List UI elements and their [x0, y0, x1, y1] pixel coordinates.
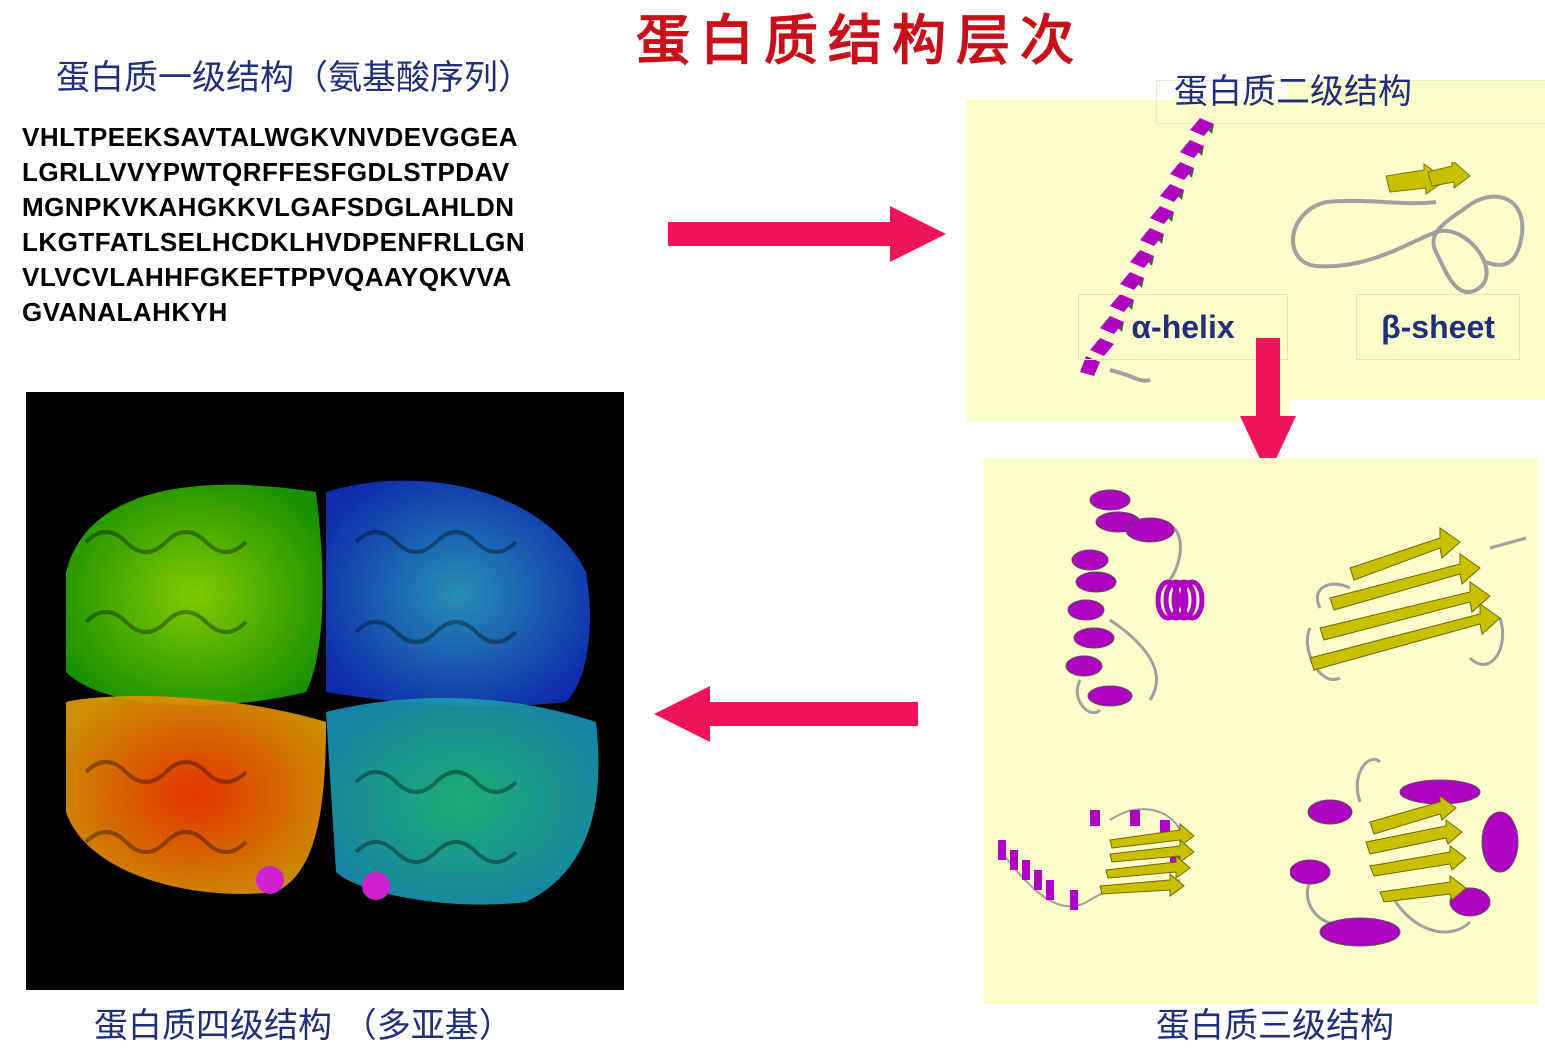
hemoglobin-ribbon-icon [66, 480, 599, 905]
quaternary-structure-caption: 蛋白质四级结构 （多亚基） [94, 1006, 513, 1046]
primary-structure-caption: 蛋白质一级结构（氨基酸序列） [56, 58, 532, 98]
sequence-line: LGRLLVVYPWTQRFFESFGDLSTPDAV [22, 157, 510, 187]
alpha-helix-icon [1080, 118, 1214, 383]
secondary-caption-box [1156, 80, 1545, 124]
arrow-right [668, 206, 946, 262]
beta-sheet-label: β-sheet [1356, 294, 1520, 360]
beta-sheet-icon [1291, 162, 1525, 294]
arrow-left [654, 686, 918, 742]
sequence-line: MGNPKVKAHGKKVLGAFSDGLAHLDN [22, 192, 515, 222]
sequence-line: VHLTPEEKSAVTALWGKVNVDEVGGEA [22, 122, 518, 152]
quaternary-structure-image [26, 392, 624, 990]
secondary-structure-caption: 蛋白质二级结构 [1174, 72, 1412, 112]
sequence-line: LKGTFATLSELHCDKLHVDPENFRLLGN [22, 227, 526, 257]
alpha-helix-label: α-helix [1078, 294, 1288, 360]
alpha-beta-barrel-protein-icon [1290, 758, 1519, 947]
alpha-beta-protein-icon [998, 808, 1195, 910]
sequence-line: GVANALAHKYH [22, 297, 228, 327]
arrow-down [1240, 338, 1296, 476]
secondary-panel-left [966, 100, 1290, 422]
sequence-line: VLVCVLAHHFGKEFTPPVQAAYQKVVA [22, 262, 512, 292]
tertiary-structure-caption: 蛋白质三级结构 [1156, 1006, 1394, 1046]
all-helix-protein-icon [1065, 489, 1205, 715]
amino-acid-sequence: VHLTPEEKSAVTALWGKVNVDEVGGEA LGRLLVVYPWTQ… [22, 120, 642, 330]
all-beta-protein-icon [1305, 527, 1527, 682]
page-title: 蛋白质结构层次 [636, 8, 1084, 72]
